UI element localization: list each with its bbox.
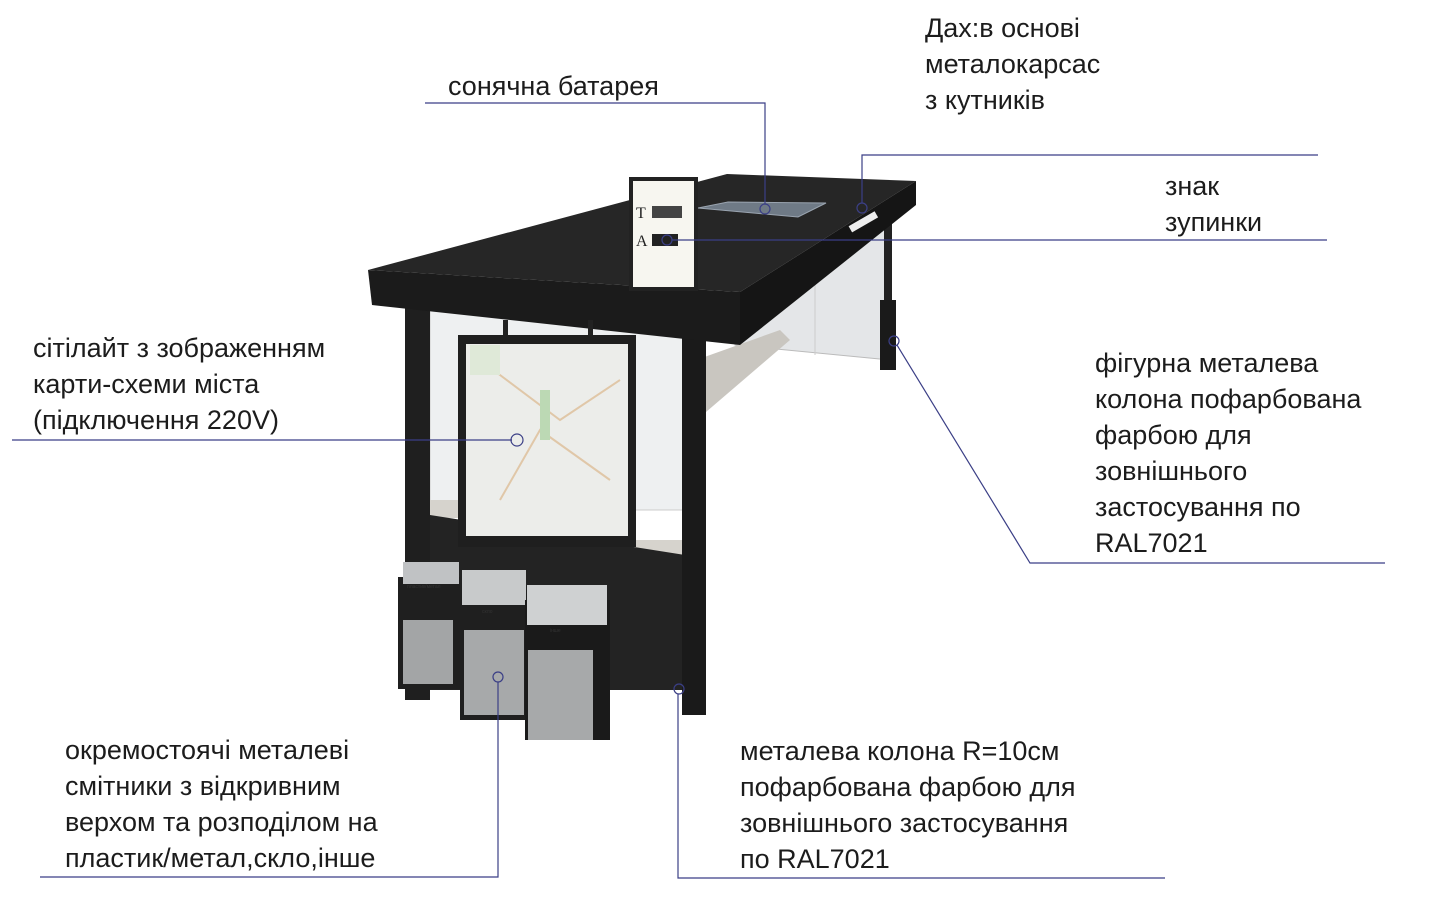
bin-glass: скло <box>460 570 528 720</box>
svg-text:пластик/метал: пластик/метал <box>407 584 441 590</box>
svg-text:інше: інше <box>550 628 561 634</box>
callout-lines <box>12 102 1385 879</box>
svg-text:T: T <box>636 205 646 222</box>
waste-bins: пластик/метал скло інше <box>398 562 610 740</box>
bin-plastic-metal: пластик/метал <box>398 562 460 689</box>
svg-text:скло: скло <box>482 609 493 615</box>
figured-column <box>880 210 896 370</box>
label-solar-panel: сонячна батарея <box>448 71 659 101</box>
citylight <box>458 320 636 547</box>
svg-text:A: A <box>636 233 648 250</box>
bin-other: інше <box>525 585 610 740</box>
right-column <box>682 320 706 715</box>
stop-sign: T A <box>629 177 698 291</box>
